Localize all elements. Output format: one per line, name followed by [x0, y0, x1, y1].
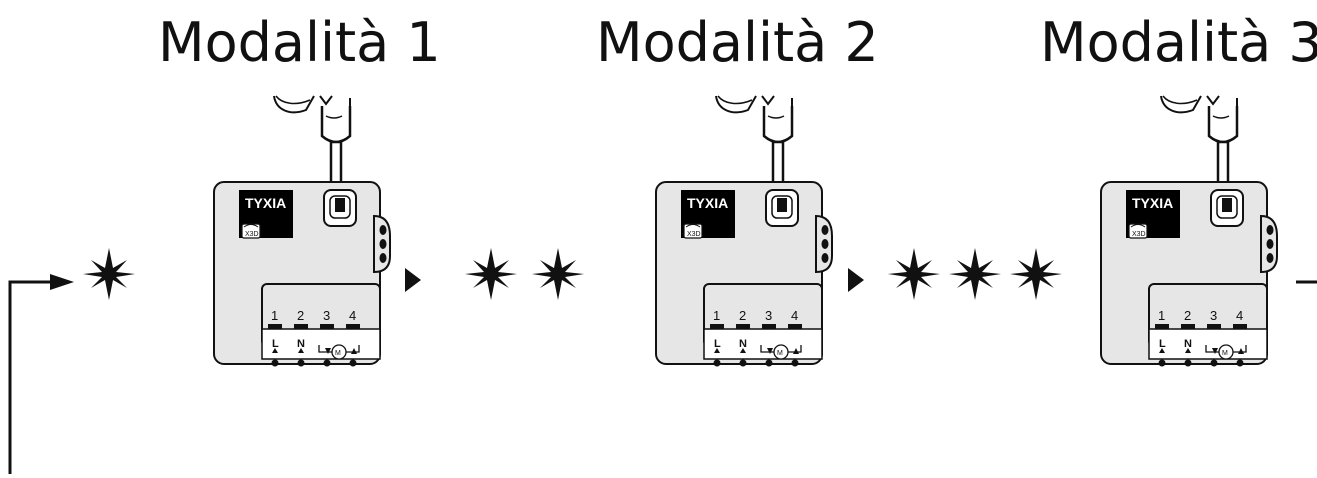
motor-symbol: M	[777, 350, 783, 357]
device-brand: TYXIA	[1132, 195, 1173, 211]
mode-1-device: TYXIA X3D 1 2 3 4 L N M	[212, 94, 392, 368]
terminal-4: 4	[791, 308, 798, 323]
device-badge: X3D	[245, 231, 259, 238]
mode-3-flash-stars	[888, 248, 1062, 300]
mode-2-flash-stars	[465, 248, 584, 300]
terminal-2: 2	[1184, 308, 1191, 323]
star-flash-icon	[949, 248, 1001, 300]
loop-arrow-icon	[8, 274, 1317, 474]
star-flash-icon	[83, 248, 135, 300]
mode-2-device: TYXIA X3D 1 2 3 4 L N M	[654, 94, 834, 368]
terminal-letter-l: L	[272, 338, 279, 350]
mode-2-title: Modalità 2	[596, 11, 879, 74]
terminal-4: 4	[1236, 308, 1243, 323]
mode-1-title: Modalità 1	[158, 11, 441, 74]
terminal-2: 2	[739, 308, 746, 323]
device-brand: TYXIA	[687, 195, 728, 211]
mode-3-device: TYXIA X3D 1 2 3 4 L N M	[1099, 94, 1279, 368]
terminal-1: 1	[271, 308, 278, 323]
terminal-letter-l: L	[714, 338, 721, 350]
star-flash-icon	[1010, 248, 1062, 300]
arrow-right-icon	[848, 268, 864, 292]
terminal-letter-l: L	[1159, 338, 1166, 350]
terminal-4: 4	[349, 308, 356, 323]
device-badge: X3D	[687, 231, 701, 238]
terminal-letter-n: N	[739, 338, 747, 350]
terminal-1: 1	[713, 308, 720, 323]
terminal-letter-n: N	[1184, 338, 1192, 350]
terminal-2: 2	[297, 308, 304, 323]
star-flash-icon	[465, 248, 517, 300]
device-brand: TYXIA	[245, 195, 286, 211]
motor-symbol: M	[1222, 350, 1228, 357]
arrow-right-icon	[405, 268, 421, 292]
star-flash-icon	[532, 248, 584, 300]
terminal-3: 3	[765, 308, 772, 323]
star-flash-icon	[888, 248, 940, 300]
motor-symbol: M	[335, 350, 341, 357]
device-badge: X3D	[1132, 231, 1146, 238]
terminal-3: 3	[323, 308, 330, 323]
terminal-3: 3	[1210, 308, 1217, 323]
mode-1-flash-stars	[83, 248, 135, 300]
mode-3-title: Modalità 3	[1040, 11, 1317, 74]
terminal-1: 1	[1158, 308, 1165, 323]
terminal-letter-n: N	[297, 338, 305, 350]
